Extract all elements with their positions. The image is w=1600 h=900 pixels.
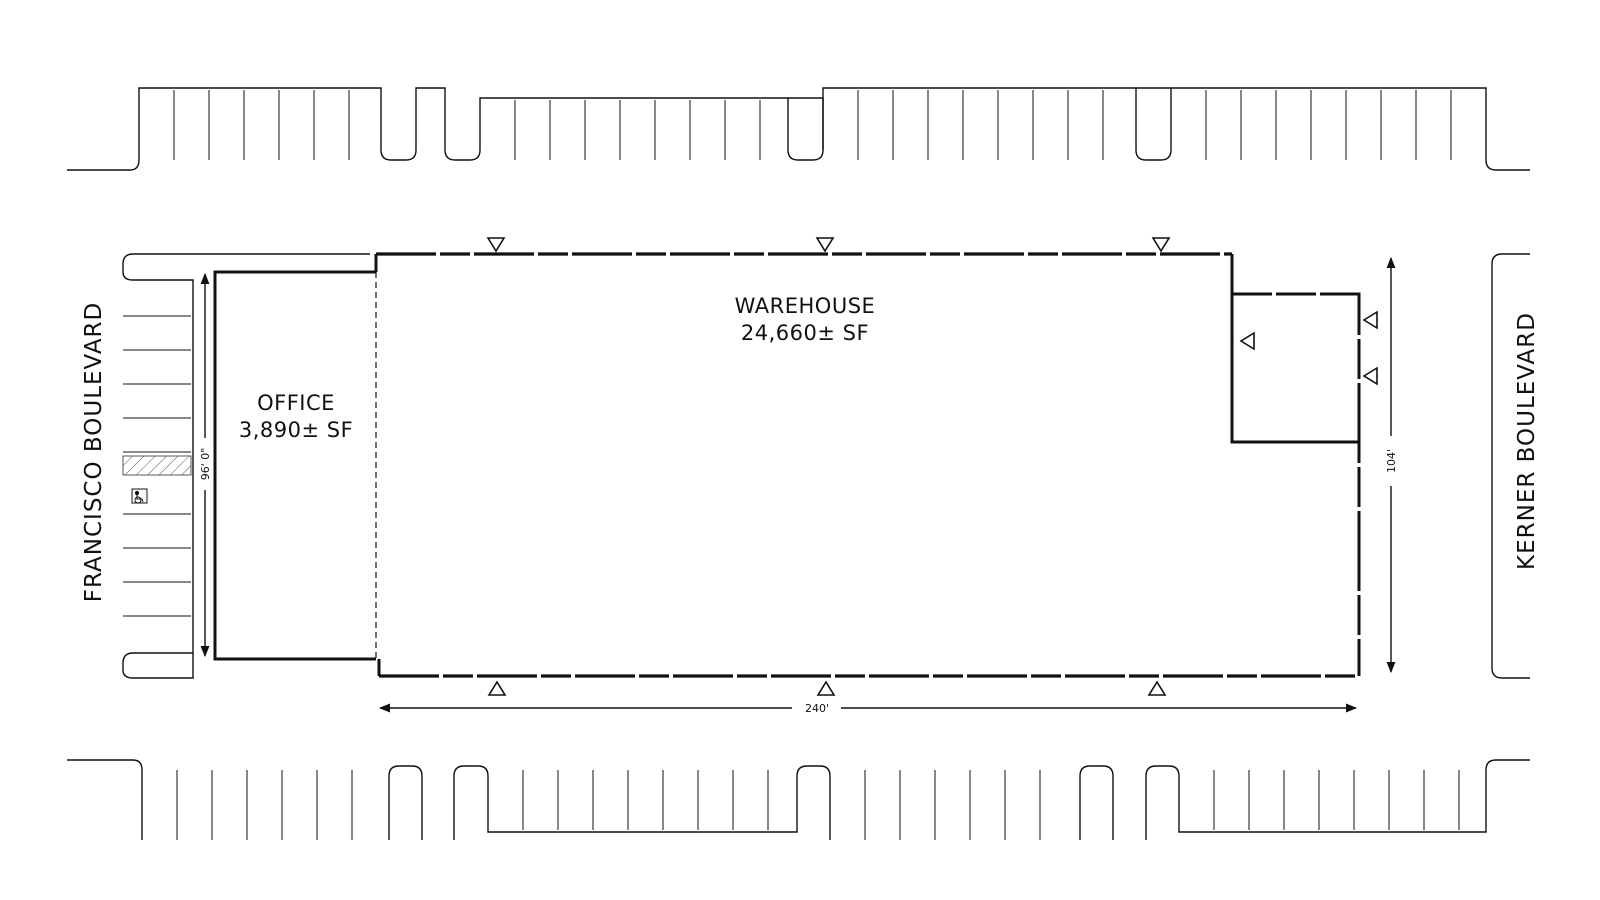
parking-stripes-left bbox=[123, 315, 191, 617]
triangle-door-icon bbox=[816, 680, 836, 696]
annex-outline bbox=[1230, 294, 1359, 444]
parking-row-top bbox=[67, 87, 1530, 171]
parking-stripes-bottom bbox=[176, 770, 1460, 840]
warehouse-area: 24,660± SF bbox=[741, 321, 869, 345]
triangle-door-icon bbox=[1362, 366, 1378, 386]
triangle-door-icon bbox=[487, 680, 507, 696]
street-label-east: KERNER BOULEVARD bbox=[1514, 312, 1540, 570]
triangle-door-icon bbox=[1151, 237, 1171, 253]
width-dimension-label: 240' bbox=[805, 702, 829, 715]
street-label-west: FRANCISCO BOULEVARD bbox=[81, 302, 107, 602]
depth-dimension-label: 104' bbox=[1385, 449, 1398, 473]
triangle-door-icon bbox=[486, 237, 506, 253]
office-area: 3,890± SF bbox=[239, 418, 353, 442]
warehouse-name: WAREHOUSE bbox=[735, 294, 876, 318]
triangle-door-icon bbox=[815, 237, 835, 253]
warehouse-east-wall bbox=[1230, 254, 1361, 676]
curb-right bbox=[1491, 253, 1530, 679]
parking-stripes-top bbox=[173, 90, 1452, 160]
triangle-door-icon bbox=[1362, 310, 1378, 330]
building bbox=[213, 252, 1361, 678]
accessible-parking-icon bbox=[131, 488, 148, 504]
triangle-door-icon bbox=[1147, 680, 1167, 696]
parking-row-bottom bbox=[67, 759, 1530, 840]
triangle-door-icon bbox=[1239, 331, 1255, 351]
office-depth-dimension-label: 96' 0" bbox=[199, 448, 212, 481]
door-markers bbox=[486, 237, 1378, 696]
office-outline bbox=[213, 270, 376, 661]
office-name: OFFICE bbox=[257, 391, 335, 415]
parking-row-left bbox=[122, 253, 370, 679]
dimension-lines bbox=[200, 256, 1396, 713]
accessible-aisle-hatch bbox=[122, 455, 192, 476]
